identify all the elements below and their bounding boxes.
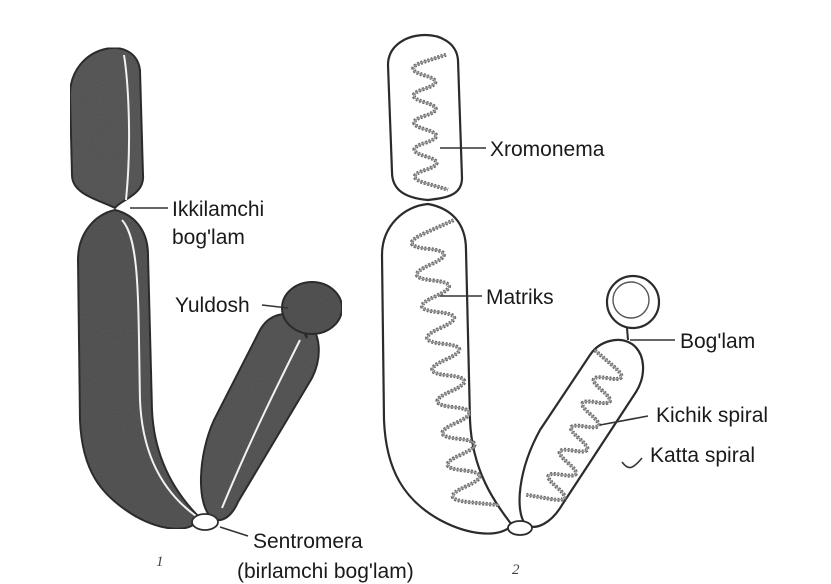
spiral-short-arm-core — [526, 350, 621, 500]
label-small-spiral: Kichik spiral — [656, 404, 768, 427]
satellite — [282, 282, 342, 334]
label-constriction: Bog'lam — [680, 330, 755, 353]
label-chromonema: Xromonema — [490, 138, 605, 161]
figure-number-1: 1 — [156, 554, 164, 570]
label-centromere-line1: Sentromera — [253, 530, 363, 553]
figure-number-2: 2 — [512, 562, 520, 578]
centromere-1 — [192, 514, 218, 530]
stained-chromosome — [70, 48, 342, 529]
spiral-long-arm-core — [412, 220, 500, 505]
leader-small-spiral — [600, 416, 648, 425]
satellite-outline — [607, 276, 659, 328]
long-arm-outline — [382, 204, 512, 534]
chromonema-spirals — [412, 55, 622, 506]
upper-arm-segment — [70, 48, 143, 208]
label-satellite: Yuldosh — [175, 294, 250, 317]
label-matrix: Matriks — [486, 286, 554, 309]
leader-large-spiral — [622, 458, 642, 468]
spiral-long-arm — [412, 220, 500, 505]
spiral-upper-segment — [413, 55, 448, 190]
spiral-short-arm — [526, 350, 621, 500]
centromere-2 — [508, 521, 532, 535]
satellite-stalk-2 — [627, 328, 628, 340]
label-large-spiral: Katta spiral — [650, 444, 755, 467]
leader-centromere — [220, 527, 248, 536]
label-secondary-constriction-line1: Ikkilamchi — [172, 198, 264, 221]
short-arm — [201, 314, 319, 520]
spiral-upper-segment-core — [413, 55, 448, 190]
label-centromere-line2: (birlamchi bog'lam) — [237, 560, 414, 583]
label-secondary-constriction-line2: bog'lam — [172, 226, 245, 249]
satellite-inner — [613, 282, 649, 318]
schematic-chromosome — [382, 35, 659, 535]
short-arm-outline — [520, 340, 644, 527]
